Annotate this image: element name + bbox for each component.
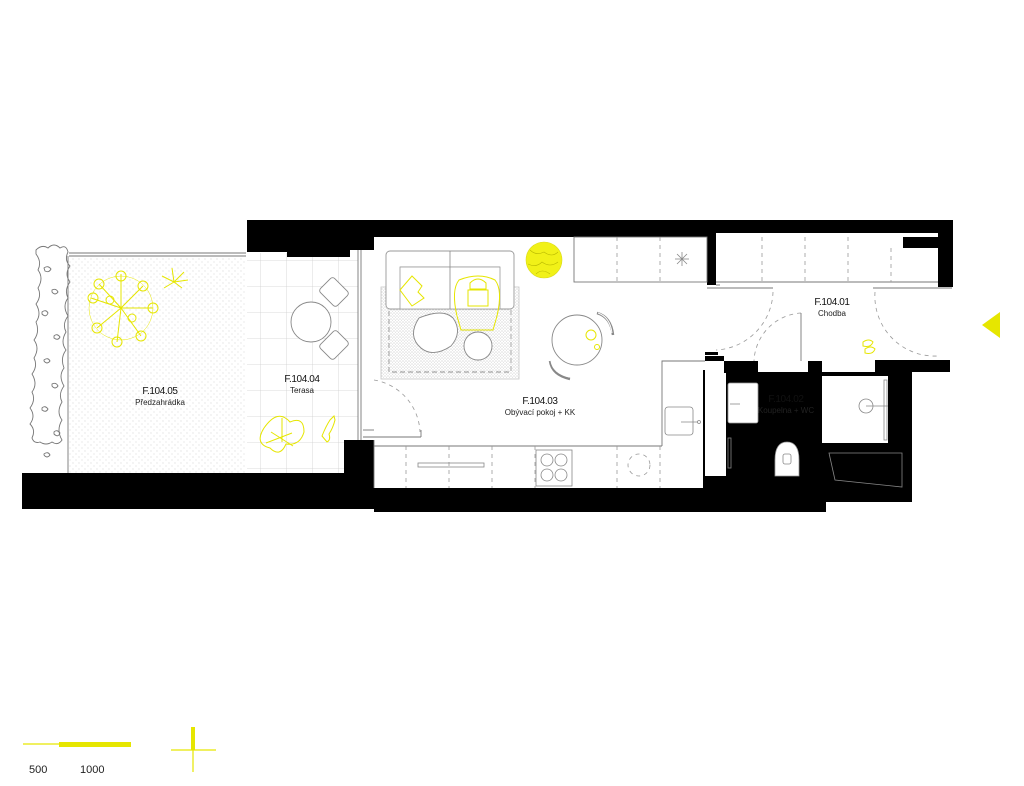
coffee-table — [413, 312, 458, 353]
svg-text:F.104.04: F.104.04 — [284, 374, 320, 385]
bathtub-icon — [828, 452, 903, 488]
garden-shrub-icon — [161, 267, 189, 289]
svg-text:Terasa: Terasa — [290, 386, 315, 395]
terrace-furniture — [259, 277, 349, 453]
room-corridor — [707, 237, 952, 362]
garden-tree-icon — [87, 270, 159, 348]
svg-text:1000: 1000 — [80, 764, 104, 776]
room-label-bathroom: F.104.02 Koupelna + WC — [758, 394, 814, 415]
washer-icon — [627, 453, 651, 477]
svg-text:F.104.02: F.104.02 — [768, 394, 804, 405]
ceiling-light-icon — [675, 252, 689, 266]
svg-text:F.104.05: F.104.05 — [142, 386, 178, 397]
room-living-kitchen — [363, 236, 708, 488]
plant-icon — [525, 241, 563, 279]
terrace-plant-icon — [259, 415, 305, 453]
toilet-icon — [774, 441, 800, 477]
room-terrace — [247, 250, 362, 473]
svg-text:500: 500 — [29, 764, 47, 776]
scale-bar: 500 1000 — [23, 742, 131, 776]
slippers-icon — [862, 339, 876, 354]
entrance-arrow-icon — [982, 312, 1000, 338]
pouf — [463, 331, 493, 361]
room-label-corridor: F.104.01 Chodba — [814, 297, 850, 318]
svg-text:Chodba: Chodba — [818, 309, 847, 318]
bathroom-fixtures — [727, 376, 903, 488]
room-label-garden: F.104.05 Předzahrádka — [135, 386, 185, 407]
north-cross-icon — [171, 727, 216, 772]
cat-icon — [321, 415, 336, 443]
kitchen-sink-icon — [664, 406, 701, 436]
room-garden — [68, 252, 246, 473]
hedge — [29, 244, 71, 473]
svg-text:Obývací pokoj + KK: Obývací pokoj + KK — [505, 408, 576, 417]
dining-table — [548, 311, 615, 381]
svg-text:F.104.01: F.104.01 — [814, 297, 850, 308]
svg-text:F.104.03: F.104.03 — [522, 396, 558, 407]
cooktop-icon — [535, 449, 573, 487]
room-label-living: F.104.03 Obývací pokoj + KK — [505, 396, 576, 417]
svg-text:Předzahrádka: Předzahrádka — [135, 398, 185, 407]
room-label-terrace: F.104.04 Terasa — [284, 374, 320, 395]
person-icon — [453, 275, 501, 331]
sofa — [380, 250, 520, 380]
svg-text:Koupelna + WC: Koupelna + WC — [758, 406, 814, 415]
